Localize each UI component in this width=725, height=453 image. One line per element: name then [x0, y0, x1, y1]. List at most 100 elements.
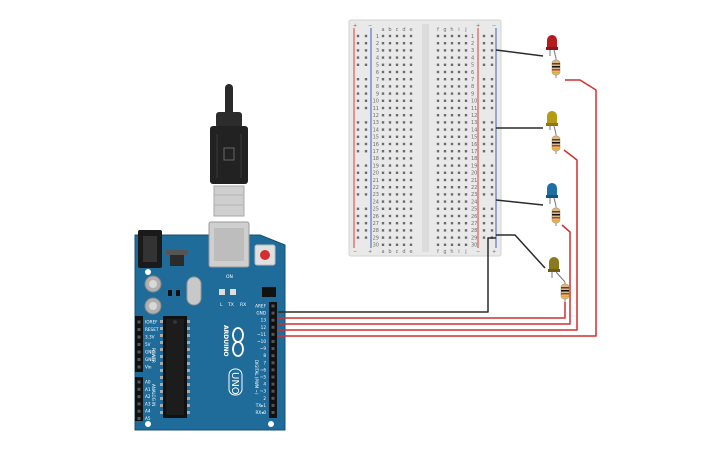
- rail-hole[interactable]: [490, 34, 494, 38]
- breadboard-hole[interactable]: [457, 34, 461, 38]
- rail-hole[interactable]: [364, 207, 368, 210]
- breadboard-hole[interactable]: [388, 114, 392, 117]
- breadboard-hole[interactable]: [443, 128, 447, 131]
- led-yellow[interactable]: [546, 111, 558, 135]
- breadboard-hole[interactable]: [450, 193, 454, 196]
- breadboard-hole[interactable]: [409, 114, 413, 117]
- rail-hole[interactable]: [482, 56, 486, 59]
- breadboard-hole[interactable]: [443, 49, 447, 52]
- breadboard-hole[interactable]: [388, 99, 392, 102]
- rail-hole[interactable]: [356, 128, 360, 131]
- led-red[interactable]: [546, 35, 558, 59]
- breadboard-hole[interactable]: [381, 34, 385, 38]
- breadboard-hole[interactable]: [436, 34, 440, 38]
- breadboard-hole[interactable]: [381, 193, 385, 196]
- breadboard-hole[interactable]: [409, 157, 413, 160]
- breadboard-hole[interactable]: [450, 222, 454, 225]
- breadboard-hole[interactable]: [457, 42, 461, 45]
- header-pin[interactable]: [271, 347, 275, 351]
- rail-hole[interactable]: [490, 229, 494, 232]
- breadboard-hole[interactable]: [464, 106, 468, 110]
- breadboard-hole[interactable]: [388, 243, 392, 246]
- rail-hole[interactable]: [482, 34, 486, 38]
- breadboard-hole[interactable]: [450, 178, 454, 182]
- breadboard-hole[interactable]: [395, 42, 399, 45]
- header-pin[interactable]: [271, 382, 275, 386]
- breadboard-hole[interactable]: [457, 164, 461, 167]
- rail-hole[interactable]: [482, 207, 486, 210]
- breadboard-hole[interactable]: [402, 214, 406, 218]
- breadboard-hole[interactable]: [402, 207, 406, 210]
- header-pin[interactable]: [271, 396, 275, 400]
- breadboard-hole[interactable]: [443, 142, 447, 146]
- rail-hole[interactable]: [482, 150, 486, 153]
- breadboard-hole[interactable]: [395, 193, 399, 196]
- rail-hole[interactable]: [356, 63, 360, 66]
- rail-hole[interactable]: [482, 121, 486, 124]
- rail-hole[interactable]: [364, 236, 368, 239]
- breadboard-hole[interactable]: [381, 222, 385, 225]
- breadboard-hole[interactable]: [409, 186, 413, 189]
- breadboard-hole[interactable]: [381, 186, 385, 189]
- breadboard-hole[interactable]: [436, 42, 440, 45]
- rail-hole[interactable]: [356, 142, 360, 146]
- header-pin[interactable]: [137, 395, 141, 399]
- breadboard-hole[interactable]: [381, 121, 385, 124]
- breadboard-hole[interactable]: [409, 85, 413, 88]
- rail-hole[interactable]: [482, 106, 486, 110]
- breadboard-hole[interactable]: [402, 229, 406, 232]
- breadboard-hole[interactable]: [436, 178, 440, 182]
- breadboard-hole[interactable]: [395, 92, 399, 95]
- breadboard-hole[interactable]: [388, 106, 392, 110]
- resistor-2[interactable]: [551, 134, 561, 154]
- breadboard-hole[interactable]: [464, 92, 468, 95]
- breadboard-hole[interactable]: [395, 142, 399, 146]
- breadboard-hole[interactable]: [450, 70, 454, 74]
- breadboard-hole[interactable]: [457, 49, 461, 52]
- rail-hole[interactable]: [356, 207, 360, 210]
- breadboard-hole[interactable]: [388, 142, 392, 146]
- breadboard-hole[interactable]: [395, 186, 399, 189]
- breadboard-hole[interactable]: [457, 157, 461, 160]
- breadboard-hole[interactable]: [450, 157, 454, 160]
- breadboard-hole[interactable]: [436, 85, 440, 88]
- breadboard-hole[interactable]: [388, 214, 392, 218]
- rail-hole[interactable]: [356, 214, 360, 218]
- breadboard-hole[interactable]: [443, 207, 447, 210]
- usb-cable[interactable]: [210, 84, 248, 217]
- breadboard-hole[interactable]: [395, 200, 399, 203]
- rail-hole[interactable]: [482, 178, 486, 182]
- breadboard-hole[interactable]: [395, 85, 399, 88]
- breadboard-hole[interactable]: [388, 63, 392, 66]
- breadboard-hole[interactable]: [395, 178, 399, 182]
- header-pin[interactable]: [137, 380, 141, 384]
- breadboard-hole[interactable]: [388, 70, 392, 74]
- breadboard-hole[interactable]: [402, 106, 406, 110]
- breadboard-hole[interactable]: [436, 99, 440, 102]
- breadboard-hole[interactable]: [436, 128, 440, 131]
- rail-hole[interactable]: [356, 56, 360, 59]
- breadboard-hole[interactable]: [409, 222, 413, 225]
- rail-hole[interactable]: [364, 164, 368, 167]
- breadboard-hole[interactable]: [443, 135, 447, 138]
- breadboard-hole[interactable]: [436, 157, 440, 160]
- breadboard-hole[interactable]: [450, 99, 454, 102]
- breadboard-hole[interactable]: [395, 171, 399, 174]
- led-olive[interactable]: [548, 257, 566, 283]
- breadboard-hole[interactable]: [436, 150, 440, 153]
- rail-hole[interactable]: [482, 128, 486, 131]
- breadboard-hole[interactable]: [436, 106, 440, 110]
- rail-hole[interactable]: [356, 236, 360, 239]
- breadboard-hole[interactable]: [464, 135, 468, 138]
- breadboard-hole[interactable]: [388, 178, 392, 182]
- rail-hole[interactable]: [356, 164, 360, 167]
- rail-hole[interactable]: [364, 229, 368, 232]
- header-pin[interactable]: [137, 335, 141, 339]
- breadboard-hole[interactable]: [443, 236, 447, 239]
- breadboard-hole[interactable]: [402, 135, 406, 138]
- breadboard-hole[interactable]: [443, 157, 447, 160]
- breadboard-hole[interactable]: [436, 78, 440, 81]
- wire-pin10[interactable]: [278, 79, 597, 337]
- breadboard-hole[interactable]: [395, 63, 399, 66]
- breadboard-hole[interactable]: [402, 128, 406, 131]
